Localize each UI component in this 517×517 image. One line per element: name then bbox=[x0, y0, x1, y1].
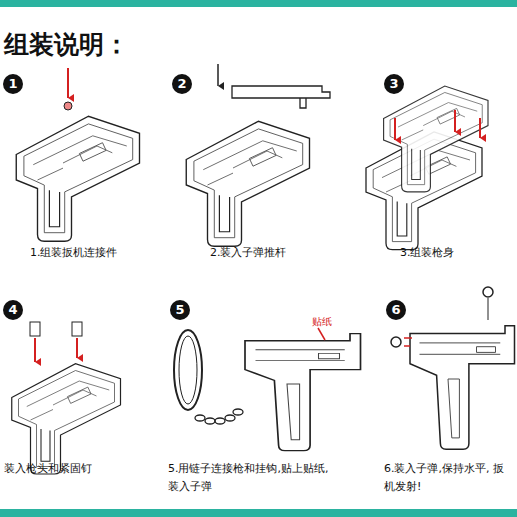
step-number-circle: 1 bbox=[3, 74, 23, 94]
title: 组装说明： bbox=[4, 28, 129, 61]
step-number-circle: 4 bbox=[3, 300, 23, 320]
callout-number: 4 bbox=[8, 302, 17, 317]
step-caption: 2.装入子弹推杆 bbox=[210, 244, 340, 262]
step-caption: 3.组装枪身 bbox=[400, 244, 510, 262]
callout-number: 5 bbox=[175, 302, 184, 317]
step-caption: 5.用链子连接枪和挂钩,贴上贴纸, 装入子弹 bbox=[168, 460, 340, 496]
step-number-circle: 6 bbox=[386, 300, 406, 320]
sticker-label: 贴纸 bbox=[312, 313, 352, 331]
step-caption: 装入枪头和紧固钉 bbox=[4, 460, 124, 478]
callout-number: 2 bbox=[177, 76, 186, 91]
step-caption: 1.组装扳机连接件 bbox=[30, 244, 170, 262]
step-number-circle: 2 bbox=[172, 74, 192, 94]
callout-number: 6 bbox=[391, 302, 400, 317]
step-number-circle: 3 bbox=[384, 74, 404, 94]
step-number-circle: 5 bbox=[170, 300, 190, 320]
callout-number: 3 bbox=[389, 76, 398, 91]
step-caption: 6.装入子弹,保持水平, 扳机发射! bbox=[384, 460, 514, 496]
callout-number: 1 bbox=[8, 76, 17, 91]
